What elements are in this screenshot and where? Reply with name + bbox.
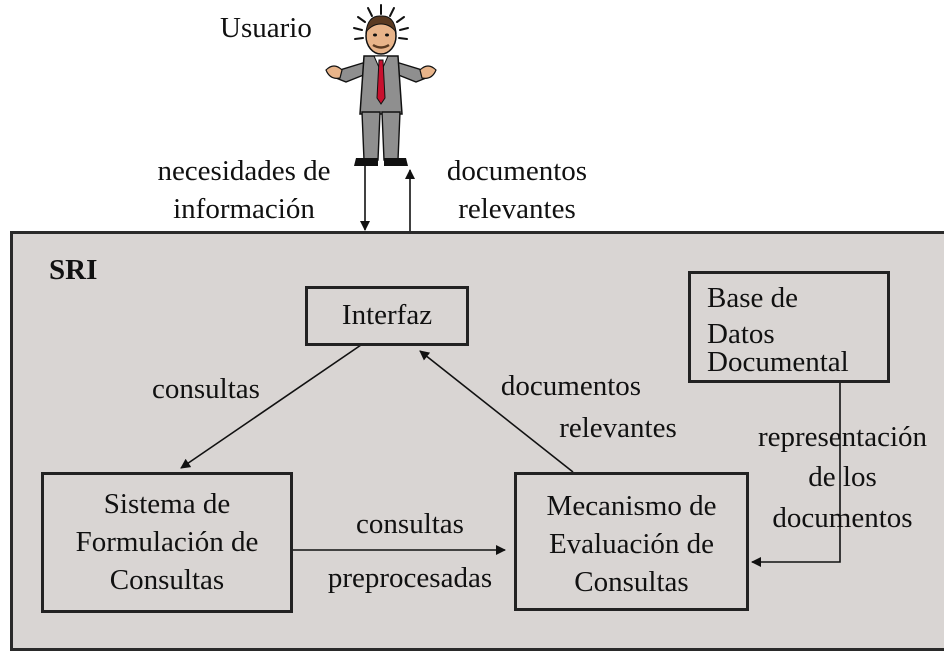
evaluation-label-line3: Consultas	[574, 566, 689, 598]
representation-label-line2: de los	[808, 461, 877, 493]
relevant-docs-label-line2: relevantes	[458, 193, 576, 225]
evaluation-label-line1: Mecanismo de	[546, 490, 717, 522]
query-formulation-box	[41, 472, 293, 613]
queries-label: consultas	[152, 373, 260, 405]
formulation-label-line3: Consultas	[109, 564, 225, 596]
needs-label-line2: información	[173, 193, 315, 225]
representation-label-line1: representación	[757, 421, 928, 453]
businessman-shrugging-icon	[325, 4, 437, 166]
document-database-box	[688, 271, 890, 383]
queries-arrow	[180, 344, 362, 469]
database-label-line3: Documental	[707, 346, 849, 378]
sri-system-panel	[10, 231, 944, 651]
sri-title: SRI	[49, 254, 98, 286]
relevant-docs-label-line1: documentos	[446, 155, 588, 187]
preprocessed-label-line1: consultas	[356, 508, 464, 540]
database-label-line2: Datos	[707, 318, 775, 350]
representation-label-line3: documentos	[772, 502, 913, 534]
formulation-label-line2: Formulación de	[75, 526, 259, 558]
user-label: Usuario	[220, 12, 312, 44]
database-label-line1: Base de	[707, 282, 798, 314]
relevant-docs-inner-label-line1: documentos	[500, 370, 642, 402]
preprocessed-label-line2: preprocesadas	[327, 562, 493, 594]
needs-label-line1: necesidades de	[157, 155, 331, 187]
relevant-docs-arrow	[419, 350, 574, 473]
formulation-label-line1: Sistema de	[103, 488, 231, 520]
evaluation-label-line2: Evaluación de	[548, 528, 715, 560]
query-evaluation-box	[514, 472, 749, 611]
interface-label: Interfaz	[341, 299, 433, 331]
interface-box	[305, 286, 469, 346]
relevant-docs-inner-label-line2: relevantes	[559, 412, 677, 444]
representation-arrow	[751, 381, 841, 567]
